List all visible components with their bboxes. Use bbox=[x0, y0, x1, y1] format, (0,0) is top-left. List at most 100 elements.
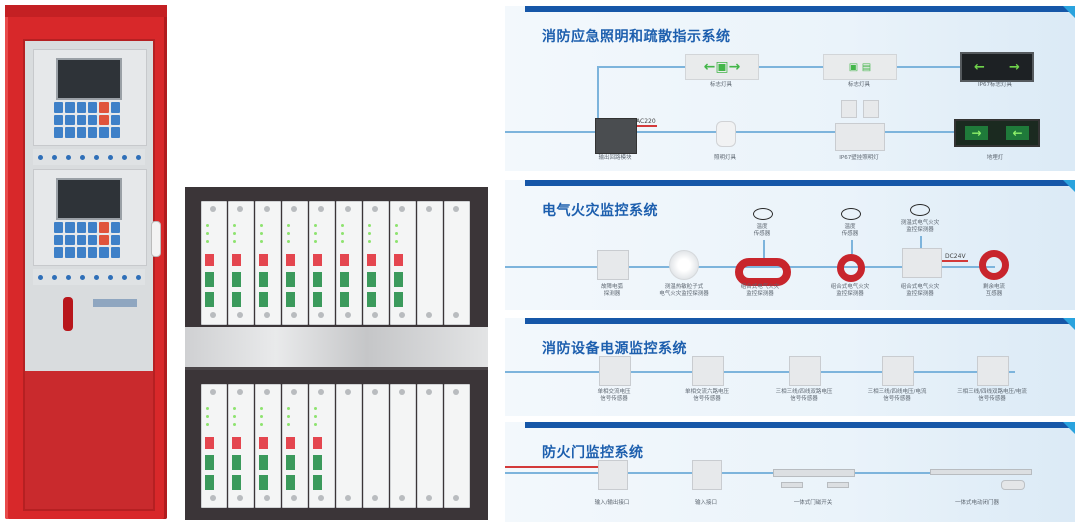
status-led-icon bbox=[314, 232, 317, 235]
section-fire-door-monitoring: 防火门监控系统 输入/输出接口 输入接口 一体式门磁开关 一体式电动闭门器 bbox=[505, 422, 1075, 522]
screw-icon bbox=[237, 312, 243, 318]
dip-switch-icon bbox=[286, 437, 295, 449]
rack-module bbox=[309, 384, 335, 508]
status-led-icon bbox=[206, 415, 209, 418]
terminal-block-icon bbox=[340, 292, 349, 307]
section-corner-accent bbox=[1063, 6, 1075, 18]
status-led-icon bbox=[260, 407, 263, 410]
cabinet-top-frame bbox=[5, 5, 167, 17]
screw-icon bbox=[345, 389, 351, 395]
sensor-lead bbox=[920, 236, 922, 248]
section-corner-accent bbox=[1063, 318, 1075, 330]
screw-icon bbox=[426, 312, 432, 318]
rack-blank-panel bbox=[390, 384, 416, 508]
system-diagram: 消防应急照明和疏散指示系统 AC220 ←▣→ 标志灯具 ▣ ▤ 标志灯具 ←→… bbox=[505, 0, 1080, 525]
telephone-panel-strip bbox=[93, 299, 137, 307]
rack-module bbox=[282, 384, 308, 508]
rack-module bbox=[309, 201, 335, 325]
terminal-block-icon bbox=[367, 272, 376, 287]
status-led-icon bbox=[233, 407, 236, 410]
dip-switch-icon bbox=[232, 437, 241, 449]
floor-sign-icon: →← bbox=[954, 119, 1040, 147]
rack-blank-panel bbox=[444, 201, 470, 325]
screw-icon bbox=[372, 206, 378, 212]
rack-module bbox=[201, 201, 227, 325]
voltage-sensor-icon bbox=[599, 356, 631, 386]
magnet-plate-left bbox=[781, 482, 803, 488]
screw-icon bbox=[318, 495, 324, 501]
terminal-block-icon bbox=[259, 475, 268, 490]
device-label: IP67壁挂照明灯 bbox=[839, 155, 879, 161]
device-label: IP67标志灯具 bbox=[978, 82, 1012, 88]
screw-icon bbox=[291, 206, 297, 212]
door-handle-icon bbox=[151, 221, 161, 257]
combined-detector-box-icon bbox=[902, 248, 942, 278]
temperature-sensor-icon bbox=[841, 208, 861, 220]
rack-module bbox=[255, 384, 281, 508]
status-led-icon bbox=[206, 224, 209, 227]
terminal-block-icon bbox=[232, 455, 241, 470]
status-led-icon bbox=[314, 407, 317, 410]
terminal-block-icon bbox=[259, 292, 268, 307]
device-label: 测温热敏粒子式 电气火灾监控探测器 bbox=[659, 284, 709, 297]
dip-switch-icon bbox=[232, 254, 241, 266]
dip-switch-icon bbox=[259, 437, 268, 449]
power-line bbox=[505, 466, 600, 468]
section-header-bar bbox=[525, 180, 1075, 186]
sensor-label: 温度 传感器 bbox=[753, 224, 771, 237]
rack-module bbox=[228, 201, 254, 325]
terminal-block-icon bbox=[286, 292, 295, 307]
screw-icon bbox=[426, 206, 432, 212]
device-label: 故障电弧 探测器 bbox=[600, 284, 623, 297]
power-line bbox=[633, 125, 657, 127]
device-label: 组合式电气火灾 监控探测器 bbox=[900, 284, 940, 297]
status-led-icon bbox=[341, 232, 344, 235]
section-power-supply-monitoring: 消防设备电源监控系统 单相交流电压 信号传感器 单相交流六路电压 信号传感器 三… bbox=[505, 318, 1075, 416]
terminal-block-icon bbox=[340, 272, 349, 287]
status-led-icon bbox=[206, 232, 209, 235]
dip-switch-icon bbox=[205, 254, 214, 266]
screw-icon bbox=[237, 206, 243, 212]
thermal-sensor-cable-icon bbox=[910, 204, 930, 216]
device-label: 输入接口 bbox=[694, 500, 717, 506]
screw-icon bbox=[345, 206, 351, 212]
arc-fault-detector-icon bbox=[597, 250, 629, 280]
rack-blank-panel bbox=[417, 201, 443, 325]
screw-icon bbox=[318, 312, 324, 318]
dip-switch-icon bbox=[313, 437, 322, 449]
screw-icon bbox=[237, 495, 243, 501]
indicator-row-lower bbox=[33, 269, 145, 285]
combined-detector-oval-icon bbox=[735, 258, 791, 286]
door-closer-body bbox=[1001, 480, 1025, 490]
status-led-icon bbox=[206, 240, 209, 243]
magnet-plate-right bbox=[827, 482, 849, 488]
screw-icon bbox=[210, 389, 216, 395]
status-led-icon bbox=[395, 240, 398, 243]
screw-icon bbox=[210, 312, 216, 318]
upper-bus-line bbox=[597, 66, 977, 68]
module-rack-photo bbox=[185, 187, 488, 520]
device-label: 标志灯具 bbox=[709, 82, 732, 88]
device-label: 地埋灯 bbox=[986, 155, 1004, 161]
status-led-icon bbox=[314, 224, 317, 227]
screw-icon bbox=[453, 206, 459, 212]
status-led-icon bbox=[287, 240, 290, 243]
indicator-row-upper bbox=[33, 149, 145, 165]
terminal-block-icon bbox=[205, 455, 214, 470]
rack-blank-panel bbox=[336, 384, 362, 508]
screw-icon bbox=[291, 389, 297, 395]
exit-door-sign-icon: ▣ ▤ bbox=[823, 54, 897, 80]
status-led-icon bbox=[287, 232, 290, 235]
bus-line bbox=[505, 472, 945, 474]
screw-icon bbox=[399, 495, 405, 501]
status-led-icon bbox=[260, 232, 263, 235]
terminal-block-icon bbox=[232, 475, 241, 490]
cabinet-lower-compartment bbox=[25, 371, 153, 509]
power-tag-dc24v: DC24V bbox=[945, 253, 966, 260]
device-label: 照明灯具 bbox=[713, 155, 736, 161]
lcd-screen-upper bbox=[56, 58, 122, 100]
section-corner-accent bbox=[1063, 180, 1075, 192]
bus-line bbox=[505, 371, 1015, 373]
door-magnetic-switch-icon bbox=[773, 469, 855, 477]
voltage-current-sensor-icon bbox=[882, 356, 914, 386]
